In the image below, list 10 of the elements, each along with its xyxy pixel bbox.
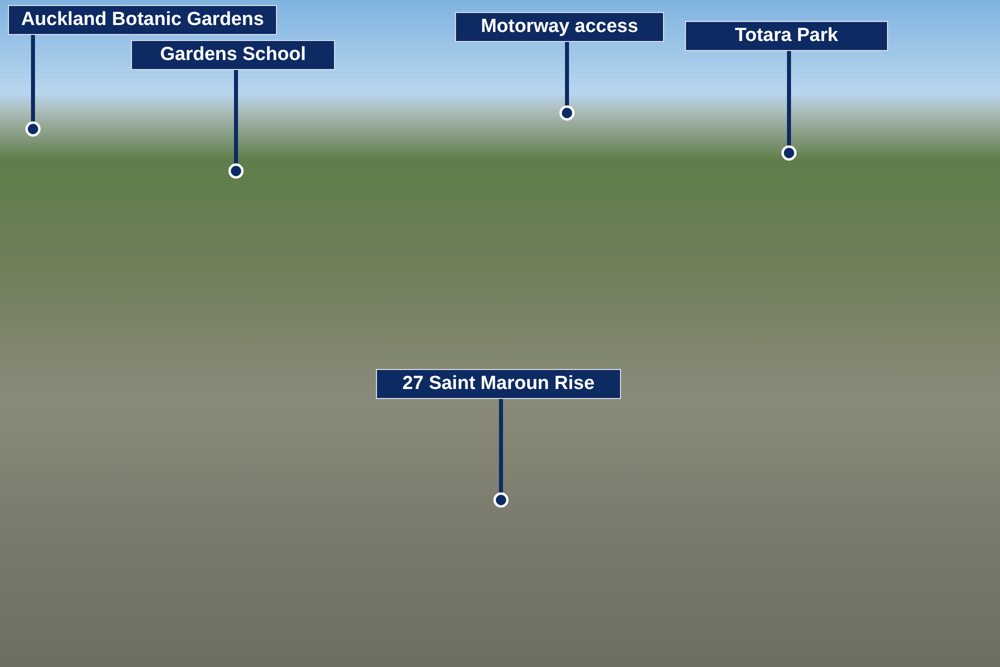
leader-line [781, 51, 797, 161]
place-label: Auckland Botanic Gardens [8, 5, 277, 35]
leader-line [559, 42, 575, 121]
place-label: 27 Saint Maroun Rise [376, 369, 621, 399]
place-label: Gardens School [131, 40, 335, 70]
place-label: Motorway access [455, 12, 664, 42]
place-label: Totara Park [685, 21, 888, 51]
leader-line [25, 35, 41, 137]
leader-line [228, 70, 244, 179]
leader-line [493, 399, 509, 508]
